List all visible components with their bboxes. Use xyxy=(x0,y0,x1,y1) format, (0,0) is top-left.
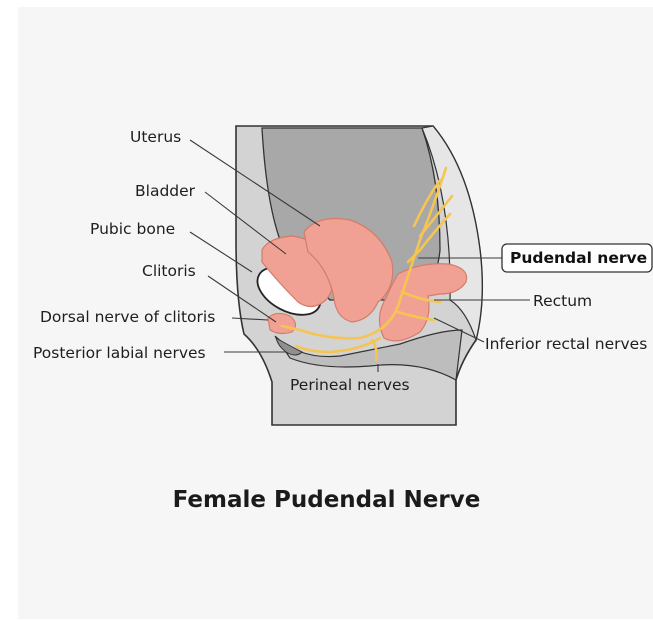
label-dorsal-nerve: Dorsal nerve of clitoris xyxy=(40,308,215,326)
label-inferior-rectal: Inferior rectal nerves xyxy=(485,335,647,353)
label-posterior-labial: Posterior labial nerves xyxy=(33,344,206,362)
label-perineal: Perineal nerves xyxy=(290,376,410,394)
label-uterus: Uterus xyxy=(130,128,181,146)
label-rectum: Rectum xyxy=(533,292,592,310)
diagram-title: Female Pudendal Nerve xyxy=(0,487,653,513)
label-pudendal: Pudendal nerve xyxy=(510,249,647,267)
label-pubic-bone: Pubic bone xyxy=(90,220,175,238)
label-clitoris: Clitoris xyxy=(142,262,196,280)
label-bladder: Bladder xyxy=(135,182,196,200)
